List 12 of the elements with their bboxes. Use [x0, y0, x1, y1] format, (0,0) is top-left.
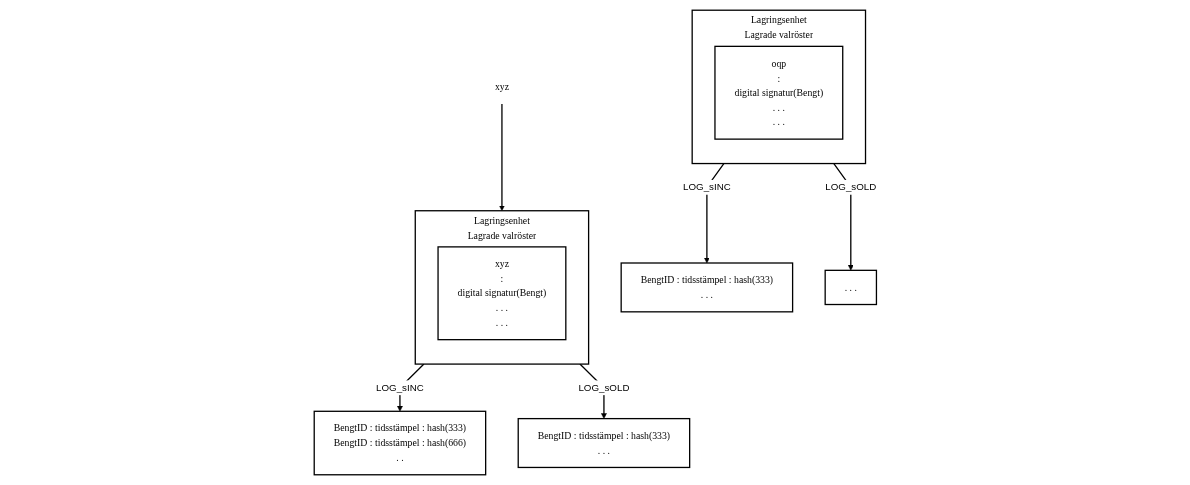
- edge-label: LOG_sOLD: [578, 381, 630, 393]
- node-box: BengtID : tidsstämpel : hash(333) BengtID : tidsstämpel : hash(666) . .: [313, 410, 486, 476]
- edge-label: LOG_sOLD: [824, 181, 876, 193]
- node-box: oqp : digital signatur(Bengt) . . . . . .: [714, 45, 844, 140]
- node-box: . . .: [824, 269, 877, 306]
- node-text: xyz: [494, 81, 509, 92]
- node-box: BengtID : tidsstämpel : hash(333) . . .: [620, 262, 793, 313]
- arrow: [498, 103, 505, 211]
- edge-label: LOG_sINC: [682, 181, 731, 193]
- node-box: BengtID : tidsstämpel : hash(333) . . .: [517, 417, 690, 469]
- edge-label: LOG_sINC: [375, 381, 424, 393]
- node-box: xyz : digital signatur(Bengt) . . . . . .: [437, 246, 567, 341]
